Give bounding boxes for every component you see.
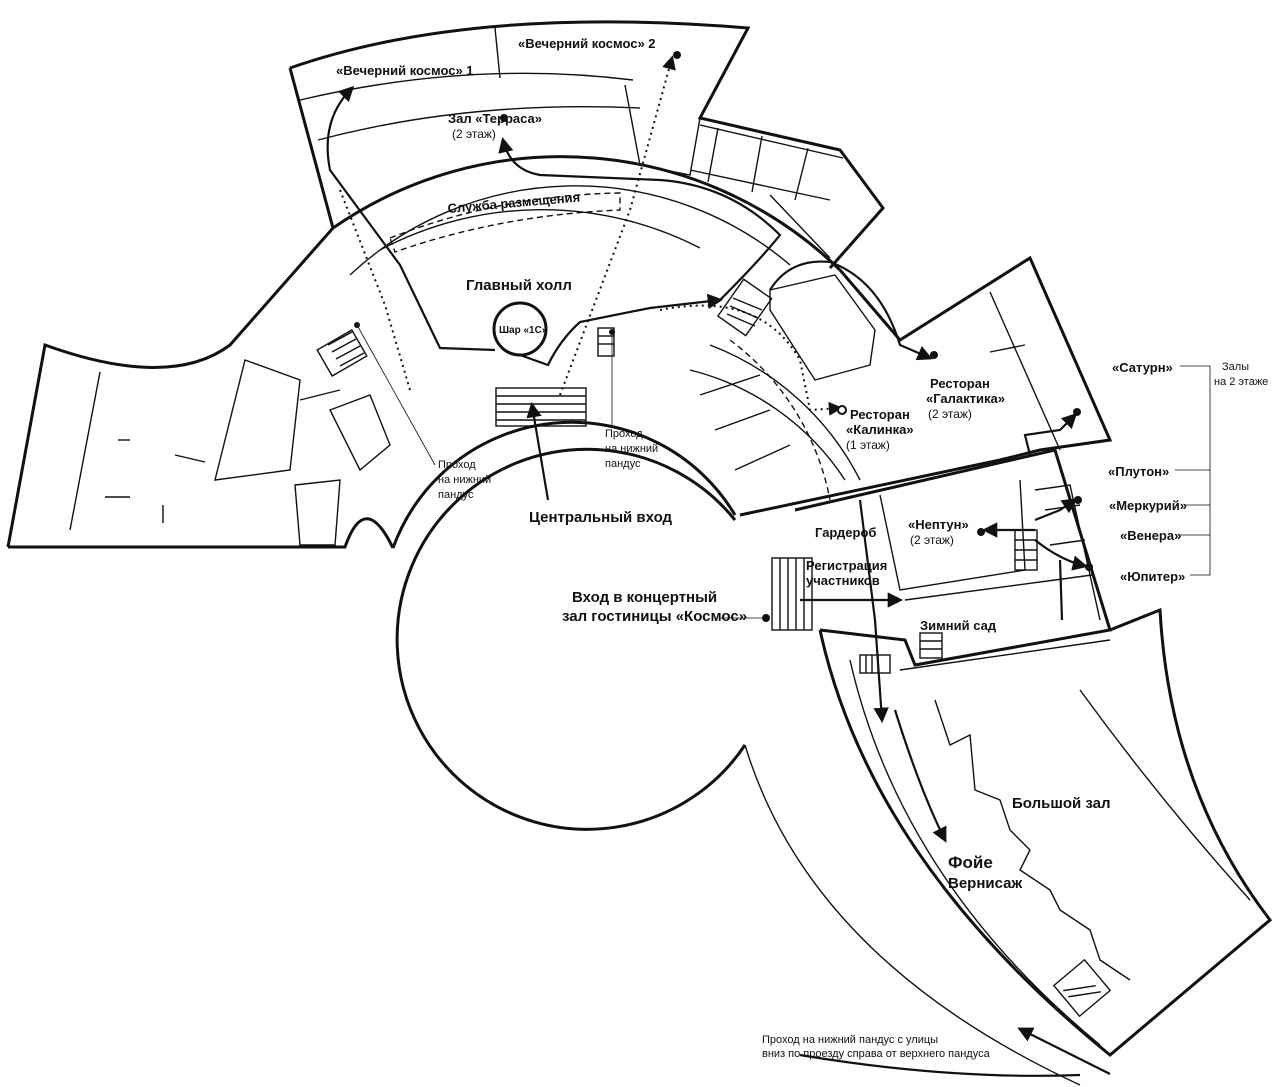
- stairs-icon: [597, 327, 615, 357]
- leader-lines: [356, 324, 1211, 619]
- map-label-line: Ресторан: [930, 376, 990, 391]
- label-yupiter: «Юпитер»: [1120, 569, 1185, 584]
- map-label-line: пандус: [605, 458, 641, 470]
- routes: [326, 55, 1111, 1077]
- label-registration: Регистрация участников: [806, 558, 891, 588]
- map-label-line: Проход: [438, 459, 476, 471]
- map-label-line: вниз по проезду справа от верхнего панду…: [762, 1048, 991, 1060]
- label-central-entrance: Центральный вход: [529, 509, 673, 526]
- label-neptun: «Нептун»: [908, 517, 969, 532]
- map-label-line: Проход: [605, 428, 643, 440]
- label-terrasa-floor: (2 этаж): [452, 127, 496, 141]
- map-label-line: пандус: [438, 489, 474, 501]
- label-big-hall: Большой зал: [1012, 795, 1111, 812]
- label-vk2: «Вечерний космос» 2: [518, 36, 656, 51]
- label-venera: «Венера»: [1120, 528, 1181, 543]
- central-entrance-steps: [495, 327, 615, 427]
- map-label-line: «Галактика»: [926, 391, 1005, 406]
- stairs-icon: [919, 632, 943, 659]
- map-label-line: на нижний: [605, 443, 658, 455]
- concert-hall-wing: [744, 607, 1273, 1086]
- outer-ring-wall: [332, 155, 842, 272]
- building-outline: [332, 155, 842, 831]
- label-kalinka-floor: (1 этаж): [846, 438, 890, 452]
- label-galaktika: Ресторан «Галактика»: [926, 376, 1005, 406]
- stairs-icon: [316, 329, 368, 377]
- map-label-line: Проход на нижний пандус с улицы: [762, 1034, 938, 1046]
- map-labels: «Вечерний космос» 1 «Вечерний космос» 2 …: [336, 36, 1268, 1060]
- map-label-line: Регистрация: [806, 558, 887, 573]
- map-label-line: Фойе: [948, 853, 993, 872]
- label-kalinka: Ресторан «Калинка»: [846, 407, 914, 437]
- inner-ring-wall: [391, 420, 737, 549]
- inner-rotunda-wall: [395, 447, 747, 831]
- label-bottom-note: Проход на нижний пандус с улицы вниз по …: [762, 1034, 991, 1060]
- right-upper-wing: [689, 255, 1113, 517]
- label-shar: Шар «1С»: [499, 325, 548, 336]
- label-foyer: Фойе Вернисаж: [948, 853, 1022, 892]
- label-concert-entrance: Вход в концертный зал гостиницы «Космос»: [562, 589, 747, 625]
- label-ramp-mid: Проход на нижний пандус: [605, 428, 661, 470]
- label-winter-garden: Зимний сад: [920, 618, 997, 633]
- label-terrasa: Зал «Терраса»: [448, 111, 542, 126]
- map-label-line: участников: [806, 573, 880, 588]
- left-wing: [6, 227, 395, 549]
- stairs-icon: [1052, 958, 1112, 1018]
- map-label-line: на 2 этаже: [1214, 376, 1268, 388]
- label-garderob: Гардероб: [815, 525, 876, 540]
- stairs-icon: [495, 387, 587, 427]
- map-label-line: Залы: [1222, 361, 1249, 373]
- label-pluton: «Плутон»: [1108, 464, 1169, 479]
- map-label-line: «Калинка»: [846, 422, 914, 437]
- label-saturn: «Сатурн»: [1112, 360, 1173, 375]
- stairs-icon: [1014, 529, 1038, 571]
- label-neptun-floor: (2 этаж): [910, 533, 954, 547]
- stairs-icon: [859, 654, 891, 674]
- map-label-line: Вернисаж: [948, 875, 1022, 892]
- label-second-floor-halls: Залы на 2 этаже: [1214, 361, 1268, 388]
- right-middle-block: [771, 448, 1112, 667]
- label-sluzhba: Служба размещения: [447, 189, 581, 216]
- stairs-icon: [771, 557, 813, 631]
- label-ramp-left: Проход на нижний пандус: [438, 459, 494, 501]
- label-galaktika-floor: (2 этаж): [928, 407, 972, 421]
- map-label-line: зал гостиницы «Космос»: [562, 608, 747, 625]
- label-main-hall: Главный холл: [466, 277, 572, 294]
- map-label-line: на нижний: [438, 474, 491, 486]
- label-vk1: «Вечерний космос» 1: [336, 63, 474, 78]
- map-label-line: Ресторан: [850, 407, 910, 422]
- label-merkuriy: «Меркурий»: [1109, 498, 1187, 513]
- map-label-line: Вход в концертный: [572, 589, 717, 606]
